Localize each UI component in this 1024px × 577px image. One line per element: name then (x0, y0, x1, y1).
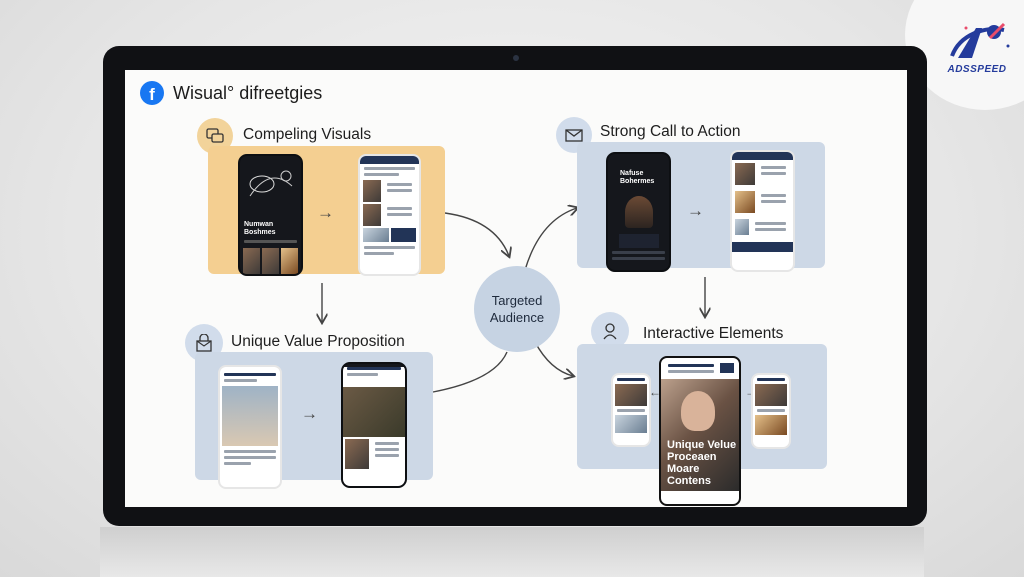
arrow-audience-to-interactive (534, 341, 573, 376)
phone-mockup-uvp (218, 365, 282, 489)
phone-caption: Numwan Boshmes (244, 221, 276, 236)
phone-mockup-interactive-main: Unique Velue Proceaen Moare Contens (659, 356, 741, 506)
screen: f Wisual° difreetgies Compeling Visuals … (125, 70, 907, 507)
brand-name: ADSSPEED (947, 64, 1007, 75)
overlay-line-3: Contens (667, 475, 711, 487)
user-pin-icon (591, 312, 629, 350)
phone-mockup-uvp-profile (341, 362, 407, 488)
section-title-uvp: Unique Value Proposition (231, 333, 405, 350)
section-title-interactive: Interactive Elements (643, 325, 784, 342)
sketch-illustration (249, 170, 293, 197)
phone-mockup-dark: Numwan Boshmes (238, 154, 303, 276)
arrow-right-icon: → (317, 203, 334, 222)
rocket-icon (950, 22, 1010, 58)
center-line-2: Audience (489, 310, 545, 325)
arrow-audience-to-cta (524, 208, 577, 271)
center-line-1: Targeted (491, 293, 543, 308)
phone-caption: Nafuse Bohermes (620, 170, 655, 185)
arrow-right-icon: → (301, 404, 318, 423)
arrow-right-icon: → (687, 201, 704, 220)
phone-mockup-feed (358, 154, 421, 276)
monitor-base (100, 527, 924, 577)
page-title: Wisual° difreetgies (173, 83, 323, 103)
section-title-compelling: Compeling Visuals (243, 126, 372, 143)
arrow-left-icon: ← (649, 385, 661, 399)
facebook-icon: f (140, 81, 164, 105)
overlay-line-2: Proceaen Moare (667, 451, 717, 475)
arrow-uvp-to-audience (432, 351, 508, 393)
phone-mockup-small-right (751, 373, 791, 449)
section-title-cta: Strong Call to Action (600, 123, 741, 140)
flow-connectors (125, 70, 907, 393)
overlay-line-1: Unique Velue (667, 439, 737, 451)
targeted-audience-node: Targeted Audience (474, 266, 560, 352)
phone-mockup-cta-feed (730, 150, 795, 272)
phone-mockup-small-left (611, 373, 651, 447)
camera-dot (513, 55, 519, 61)
brand-logo (938, 16, 1016, 78)
phone-mockup-cta: Nafuse Bohermes (606, 152, 671, 272)
arrow-visuals-to-audience (444, 212, 509, 256)
